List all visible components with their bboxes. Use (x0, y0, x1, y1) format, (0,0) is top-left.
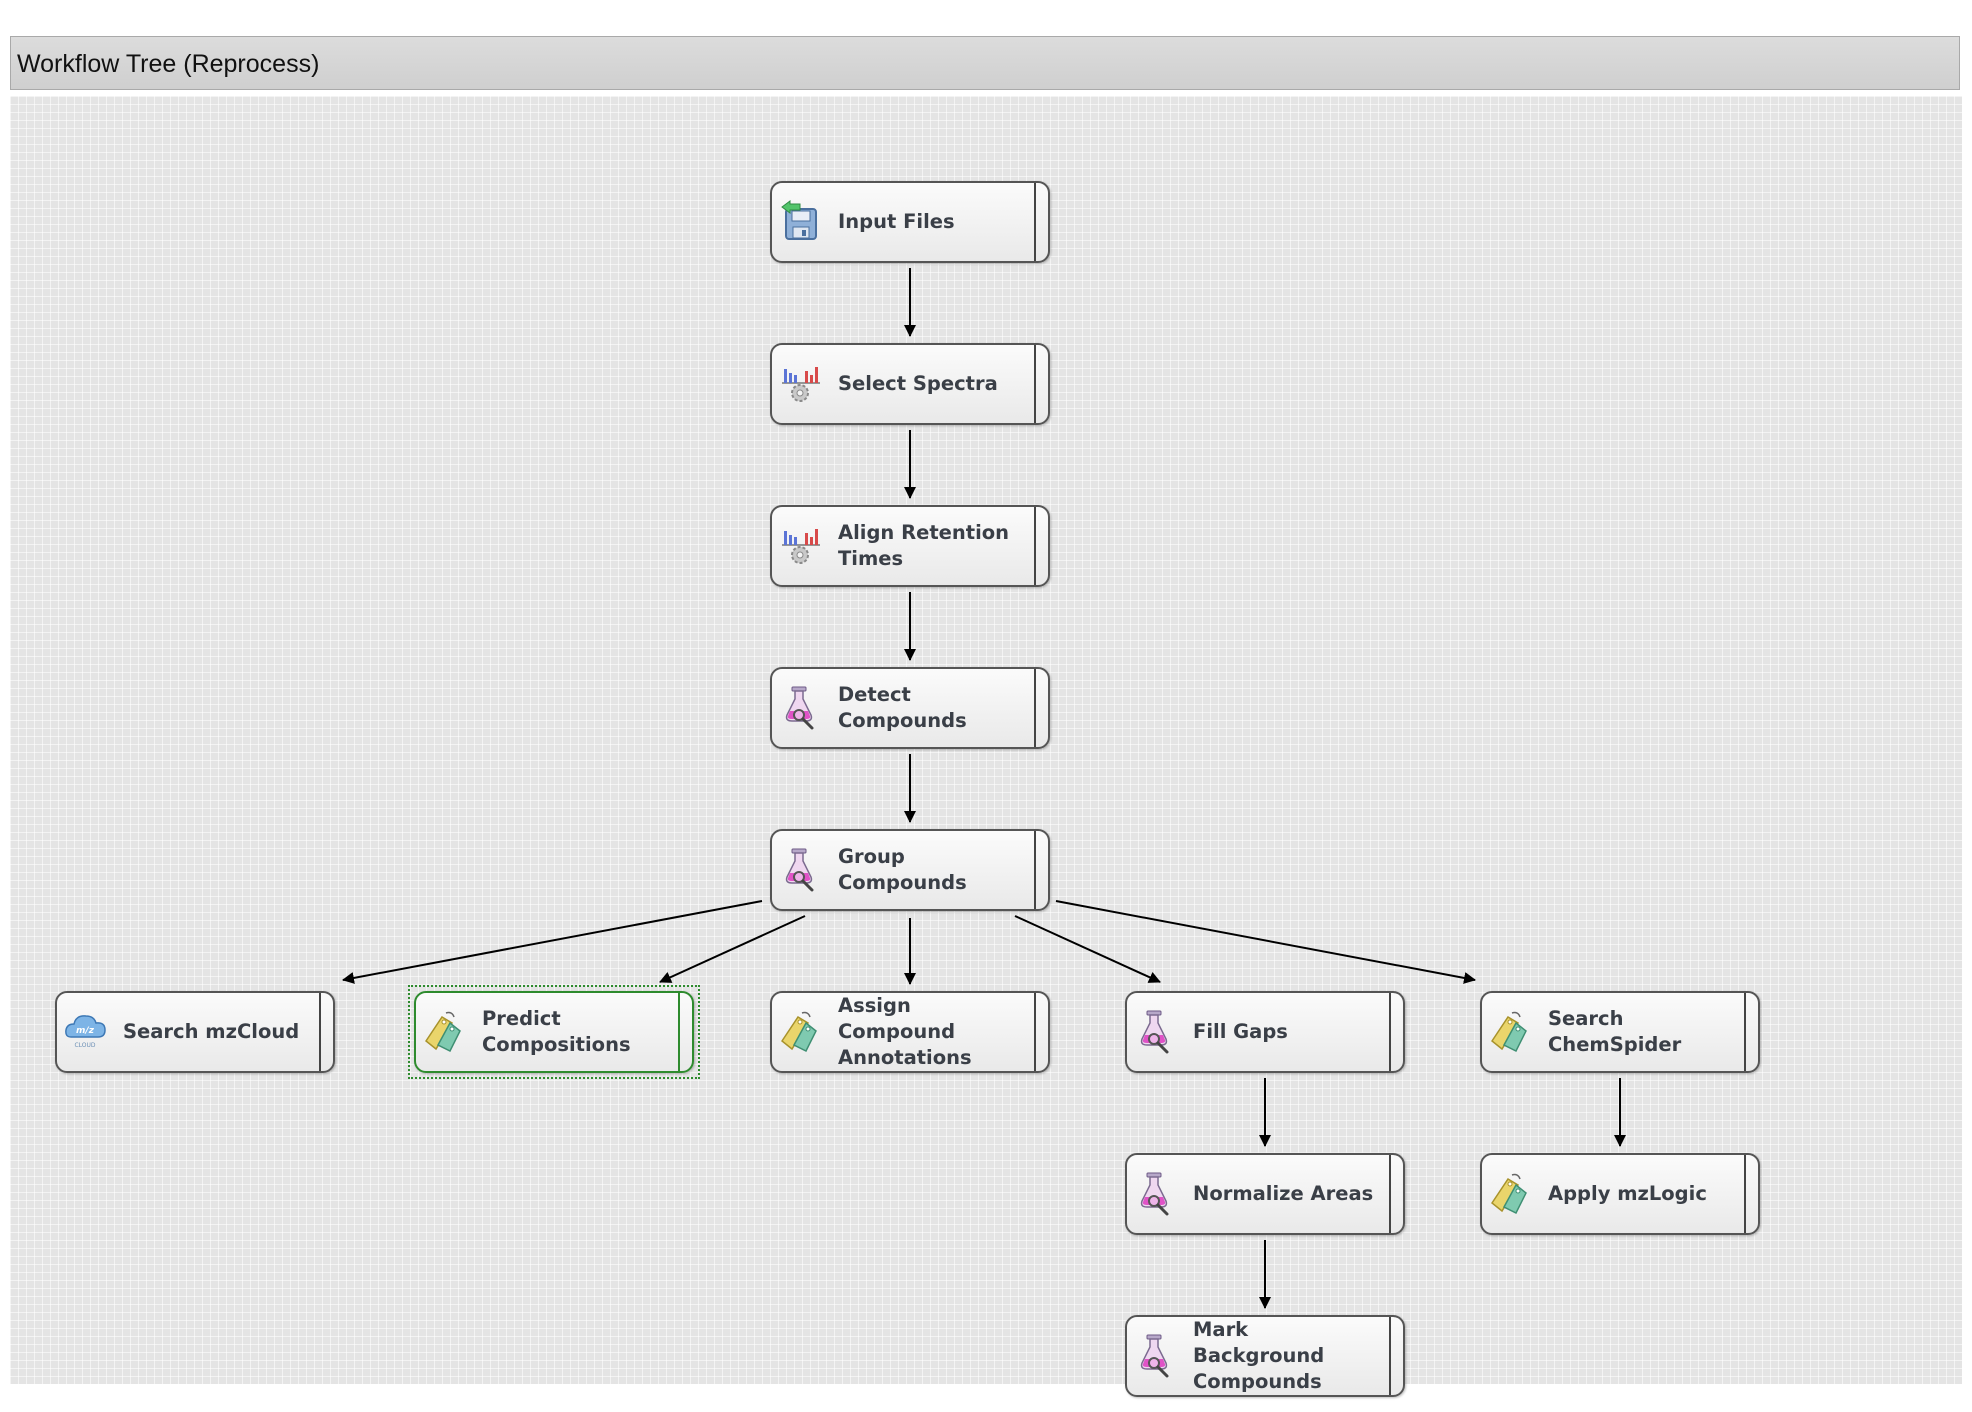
svg-text:CLOUD: CLOUD (74, 1042, 95, 1049)
node-select-spectra[interactable]: Select Spectra (770, 343, 1050, 425)
node-label: Search ChemSpider (1548, 1007, 1682, 1056)
node-label: Detect Compounds (838, 683, 967, 732)
node-label: Select Spectra (838, 372, 998, 395)
spectra-gear-icon (778, 361, 824, 407)
node-label: Assign Compound Annotations (838, 994, 972, 1069)
node-assign-compound-annotations[interactable]: Assign Compound Annotations (770, 991, 1050, 1073)
panel-title: Workflow Tree (Reprocess) (17, 50, 320, 78)
node-fill-gaps[interactable]: Fill Gaps (1125, 991, 1405, 1073)
flask-magnifier-icon (778, 847, 824, 893)
node-label: Group Compounds (838, 845, 967, 894)
flask-magnifier-icon (1133, 1009, 1179, 1055)
node-align-retention-times[interactable]: Align Retention Times (770, 505, 1050, 587)
node-apply-mzlogic[interactable]: Apply mzLogic (1480, 1153, 1760, 1235)
node-label: Search mzCloud (123, 1020, 300, 1043)
spectra-gear-icon (778, 523, 824, 569)
node-label: Align Retention Times (838, 521, 1010, 570)
workflow-edges (342, 268, 1626, 1309)
flask-magnifier-icon (1133, 1171, 1179, 1217)
node-predict-compositions[interactable]: Predict Compositions (414, 991, 694, 1073)
svg-text:m/z: m/z (76, 1026, 95, 1036)
panel-titlebar: Workflow Tree (Reprocess) (10, 36, 1960, 90)
node-detect-compounds[interactable]: Detect Compounds (770, 667, 1050, 749)
selection-frame (408, 985, 700, 1079)
edge-group-compounds-to-search-mzcloud (342, 900, 763, 984)
tags-icon (1488, 1009, 1534, 1055)
node-label: Input Files (838, 210, 955, 233)
node-label: Predict Compositions (482, 1007, 631, 1056)
edge-group-compounds-to-search-chemspider (1055, 900, 1476, 984)
node-group-compounds[interactable]: Group Compounds (770, 829, 1050, 911)
node-label: Apply mzLogic (1548, 1182, 1707, 1205)
node-normalize-areas[interactable]: Normalize Areas (1125, 1153, 1405, 1235)
tags-icon (1488, 1171, 1534, 1217)
tags-icon (422, 1009, 468, 1055)
node-mark-background-compounds[interactable]: Mark Background Compounds (1125, 1315, 1405, 1397)
tags-icon (778, 1009, 824, 1055)
flask-magnifier-icon (778, 685, 824, 731)
flask-magnifier-icon (1133, 1333, 1179, 1379)
edge-group-compounds-to-predict-compositions (659, 915, 806, 983)
node-input-files[interactable]: Input Files (770, 181, 1050, 263)
node-label: Normalize Areas (1193, 1182, 1374, 1205)
edge-group-compounds-to-fill-gaps (1014, 915, 1161, 983)
input-files-icon (778, 199, 824, 245)
node-search-chemspider[interactable]: Search ChemSpider (1480, 991, 1760, 1073)
node-label: Fill Gaps (1193, 1020, 1288, 1043)
node-label: Mark Background Compounds (1193, 1318, 1325, 1393)
